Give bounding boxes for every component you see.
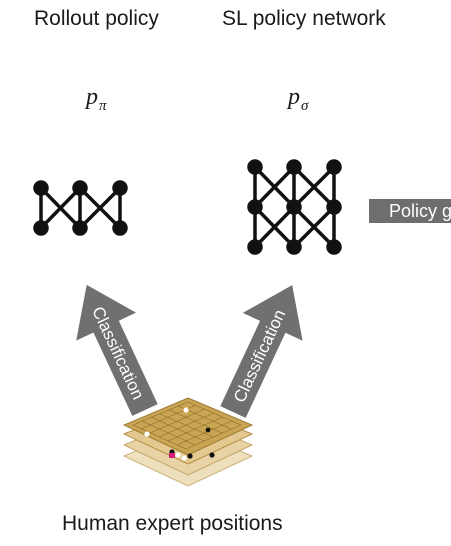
classification-arrow-right: Classification	[220, 285, 303, 418]
sl-policy-network-title: SL policy network	[222, 7, 386, 30]
rollout-network	[33, 180, 128, 236]
sl-policy-symbol: pσ	[288, 84, 309, 114]
sl-network	[247, 159, 342, 255]
classification-label-right: Classification	[230, 307, 290, 406]
rollout-policy-title: Rollout policy	[34, 7, 159, 30]
rollout-policy-symbol: pπ	[86, 84, 107, 114]
move-probability-mark	[169, 453, 175, 458]
classification-arrow-left: Classification	[76, 284, 158, 416]
go-stones	[144, 407, 215, 461]
policy-badge: Policy g	[369, 199, 451, 223]
go-board-stack	[122, 397, 254, 487]
human-expert-positions-label: Human expert positions	[62, 512, 283, 535]
